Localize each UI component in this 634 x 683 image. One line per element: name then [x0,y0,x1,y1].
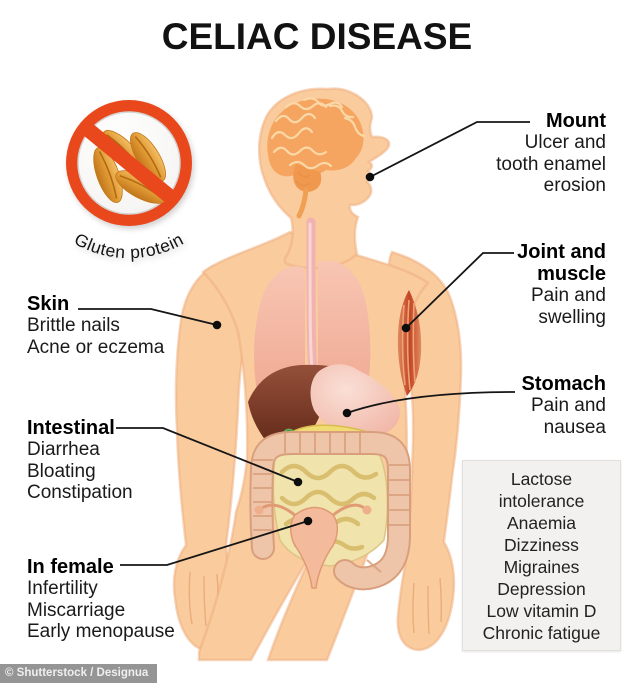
dot-intestinal [293,477,303,487]
watermark: © Shutterstock / Designua [0,664,158,683]
uterus [254,503,372,589]
leader-female [120,520,309,566]
label-female-heading: In female [27,556,114,578]
label-joint-heading: Joint and muscle [517,241,606,285]
muscle [397,290,422,396]
prohibition-slash [80,121,179,206]
dot-skin [212,320,222,330]
gluten-caption: Gluten protein [71,229,187,262]
leader-dots [212,172,411,526]
dot-female [303,516,313,526]
label-skin-heading: Skin [27,293,70,315]
page-title: CELIAC DISEASE [161,16,473,57]
brain [267,97,366,219]
label-stomach-heading: Stomach [521,373,606,395]
leader-stomach [346,391,516,414]
dot-mouth [365,172,375,182]
dot-joint [401,323,411,333]
leader-intestinal [116,427,299,483]
leader-lines [78,121,530,566]
leader-joint [405,252,514,329]
leader-skin [78,308,218,326]
leader-mouth [369,121,530,178]
large-intestine [249,431,411,591]
label-mouth-heading: Mount [546,110,606,132]
gluten-prohibited-icon: Gluten protein [66,100,192,262]
stomach-organ [310,364,400,437]
dot-stomach [342,408,352,418]
label-intestinal-heading: Intestinal [27,417,115,439]
